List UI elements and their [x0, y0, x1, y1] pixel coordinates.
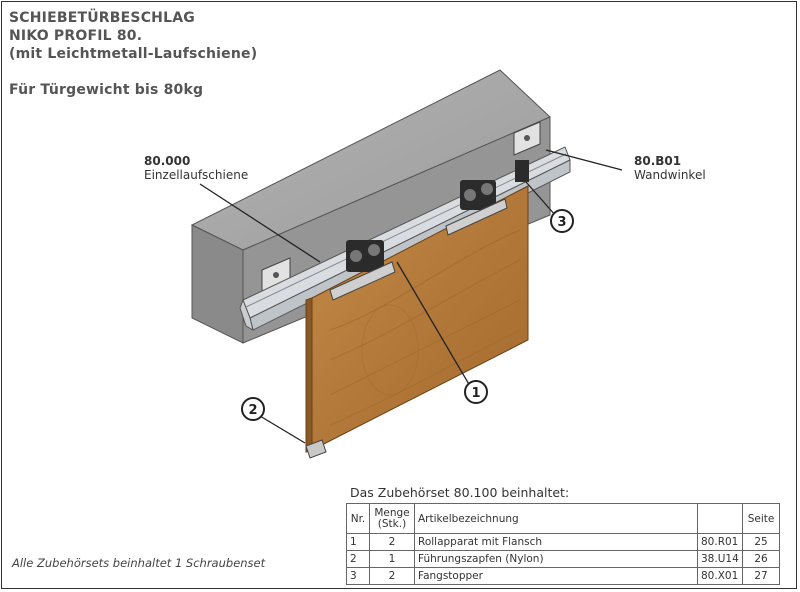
marker-2: 2 [241, 397, 265, 421]
row-artikel: 80.R01 [697, 533, 743, 551]
door-leaf [305, 185, 529, 453]
row-bezeichnung: Rollapparat mit Flansch [414, 533, 698, 551]
row-seite: 25 [742, 533, 780, 551]
title-line-3: (mit Leichtmetall-Laufschiene) [9, 46, 258, 62]
title-line-2: NIKO PROFIL 80. [9, 28, 143, 44]
rail-callout: 80.000 Einzellaufschiene [144, 154, 248, 182]
marker-1: 1 [464, 380, 488, 404]
roller-carriage-right [445, 180, 508, 236]
rail-code: 80.000 [144, 154, 191, 168]
row-nr: 3 [346, 567, 370, 585]
roller-carriage-left [329, 240, 396, 301]
weight-limit: Für Türgewicht bis 80kg [9, 82, 204, 98]
header-nr: Nr. [346, 503, 370, 534]
bracket-callout: 80.B01 Wandwinkel [634, 154, 706, 182]
table-caption: Das Zubehörset 80.100 beinhaltet: [350, 485, 570, 500]
row-nr: 2 [346, 550, 370, 568]
rail-name: Einzellaufschiene [144, 168, 249, 182]
table-header-row: Nr. Menge (Stk.) Artikelbezeichnung Seit… [346, 503, 780, 534]
header-menge-line2: (Stk.) [377, 517, 407, 530]
marker-2-label: 2 [248, 403, 257, 418]
marker-3-label: 3 [557, 215, 566, 230]
row-artikel: 80.X01 [697, 567, 743, 585]
header-menge: Menge (Stk.) [369, 503, 415, 534]
footnote: Alle Zubehörsets beinhaltet 1 Schraubens… [12, 556, 266, 570]
header-bezeichnung: Artikelbezeichnung [414, 503, 698, 534]
row-bezeichnung: Führungszapfen (Nylon) [414, 550, 698, 568]
row-menge: 2 [369, 533, 415, 551]
row-menge: 2 [369, 567, 415, 585]
header-seite: Seite [742, 503, 780, 534]
row-seite: 26 [742, 550, 780, 568]
leader-lines [199, 149, 623, 444]
parts-table: Nr. Menge (Stk.) Artikelbezeichnung Seit… [346, 503, 780, 585]
bracket-code: 80.B01 [634, 154, 682, 168]
table-row: 1 2 Rollapparat mit Flansch 80.R01 25 [346, 533, 780, 551]
wall-bracket-right [513, 121, 541, 156]
bracket-name: Wandwinkel [634, 168, 706, 182]
marker-1-label: 1 [471, 386, 480, 401]
row-nr: 1 [346, 533, 370, 551]
end-stopper [515, 160, 529, 182]
marker-3: 3 [550, 209, 574, 233]
table-row: 2 1 Führungszapfen (Nylon) 38.U14 26 [346, 550, 780, 568]
row-bezeichnung: Fangstopper [414, 567, 698, 585]
title-line-1: SCHIEBETÜRBESCHLAG [9, 10, 195, 26]
table-row: 3 2 Fangstopper 80.X01 27 [346, 567, 780, 585]
header-menge-line1: Menge [374, 506, 410, 519]
row-menge: 1 [369, 550, 415, 568]
row-seite: 27 [742, 567, 780, 585]
row-artikel: 38.U14 [697, 550, 743, 568]
header-artikel [697, 503, 743, 534]
floor-guide [305, 439, 327, 459]
